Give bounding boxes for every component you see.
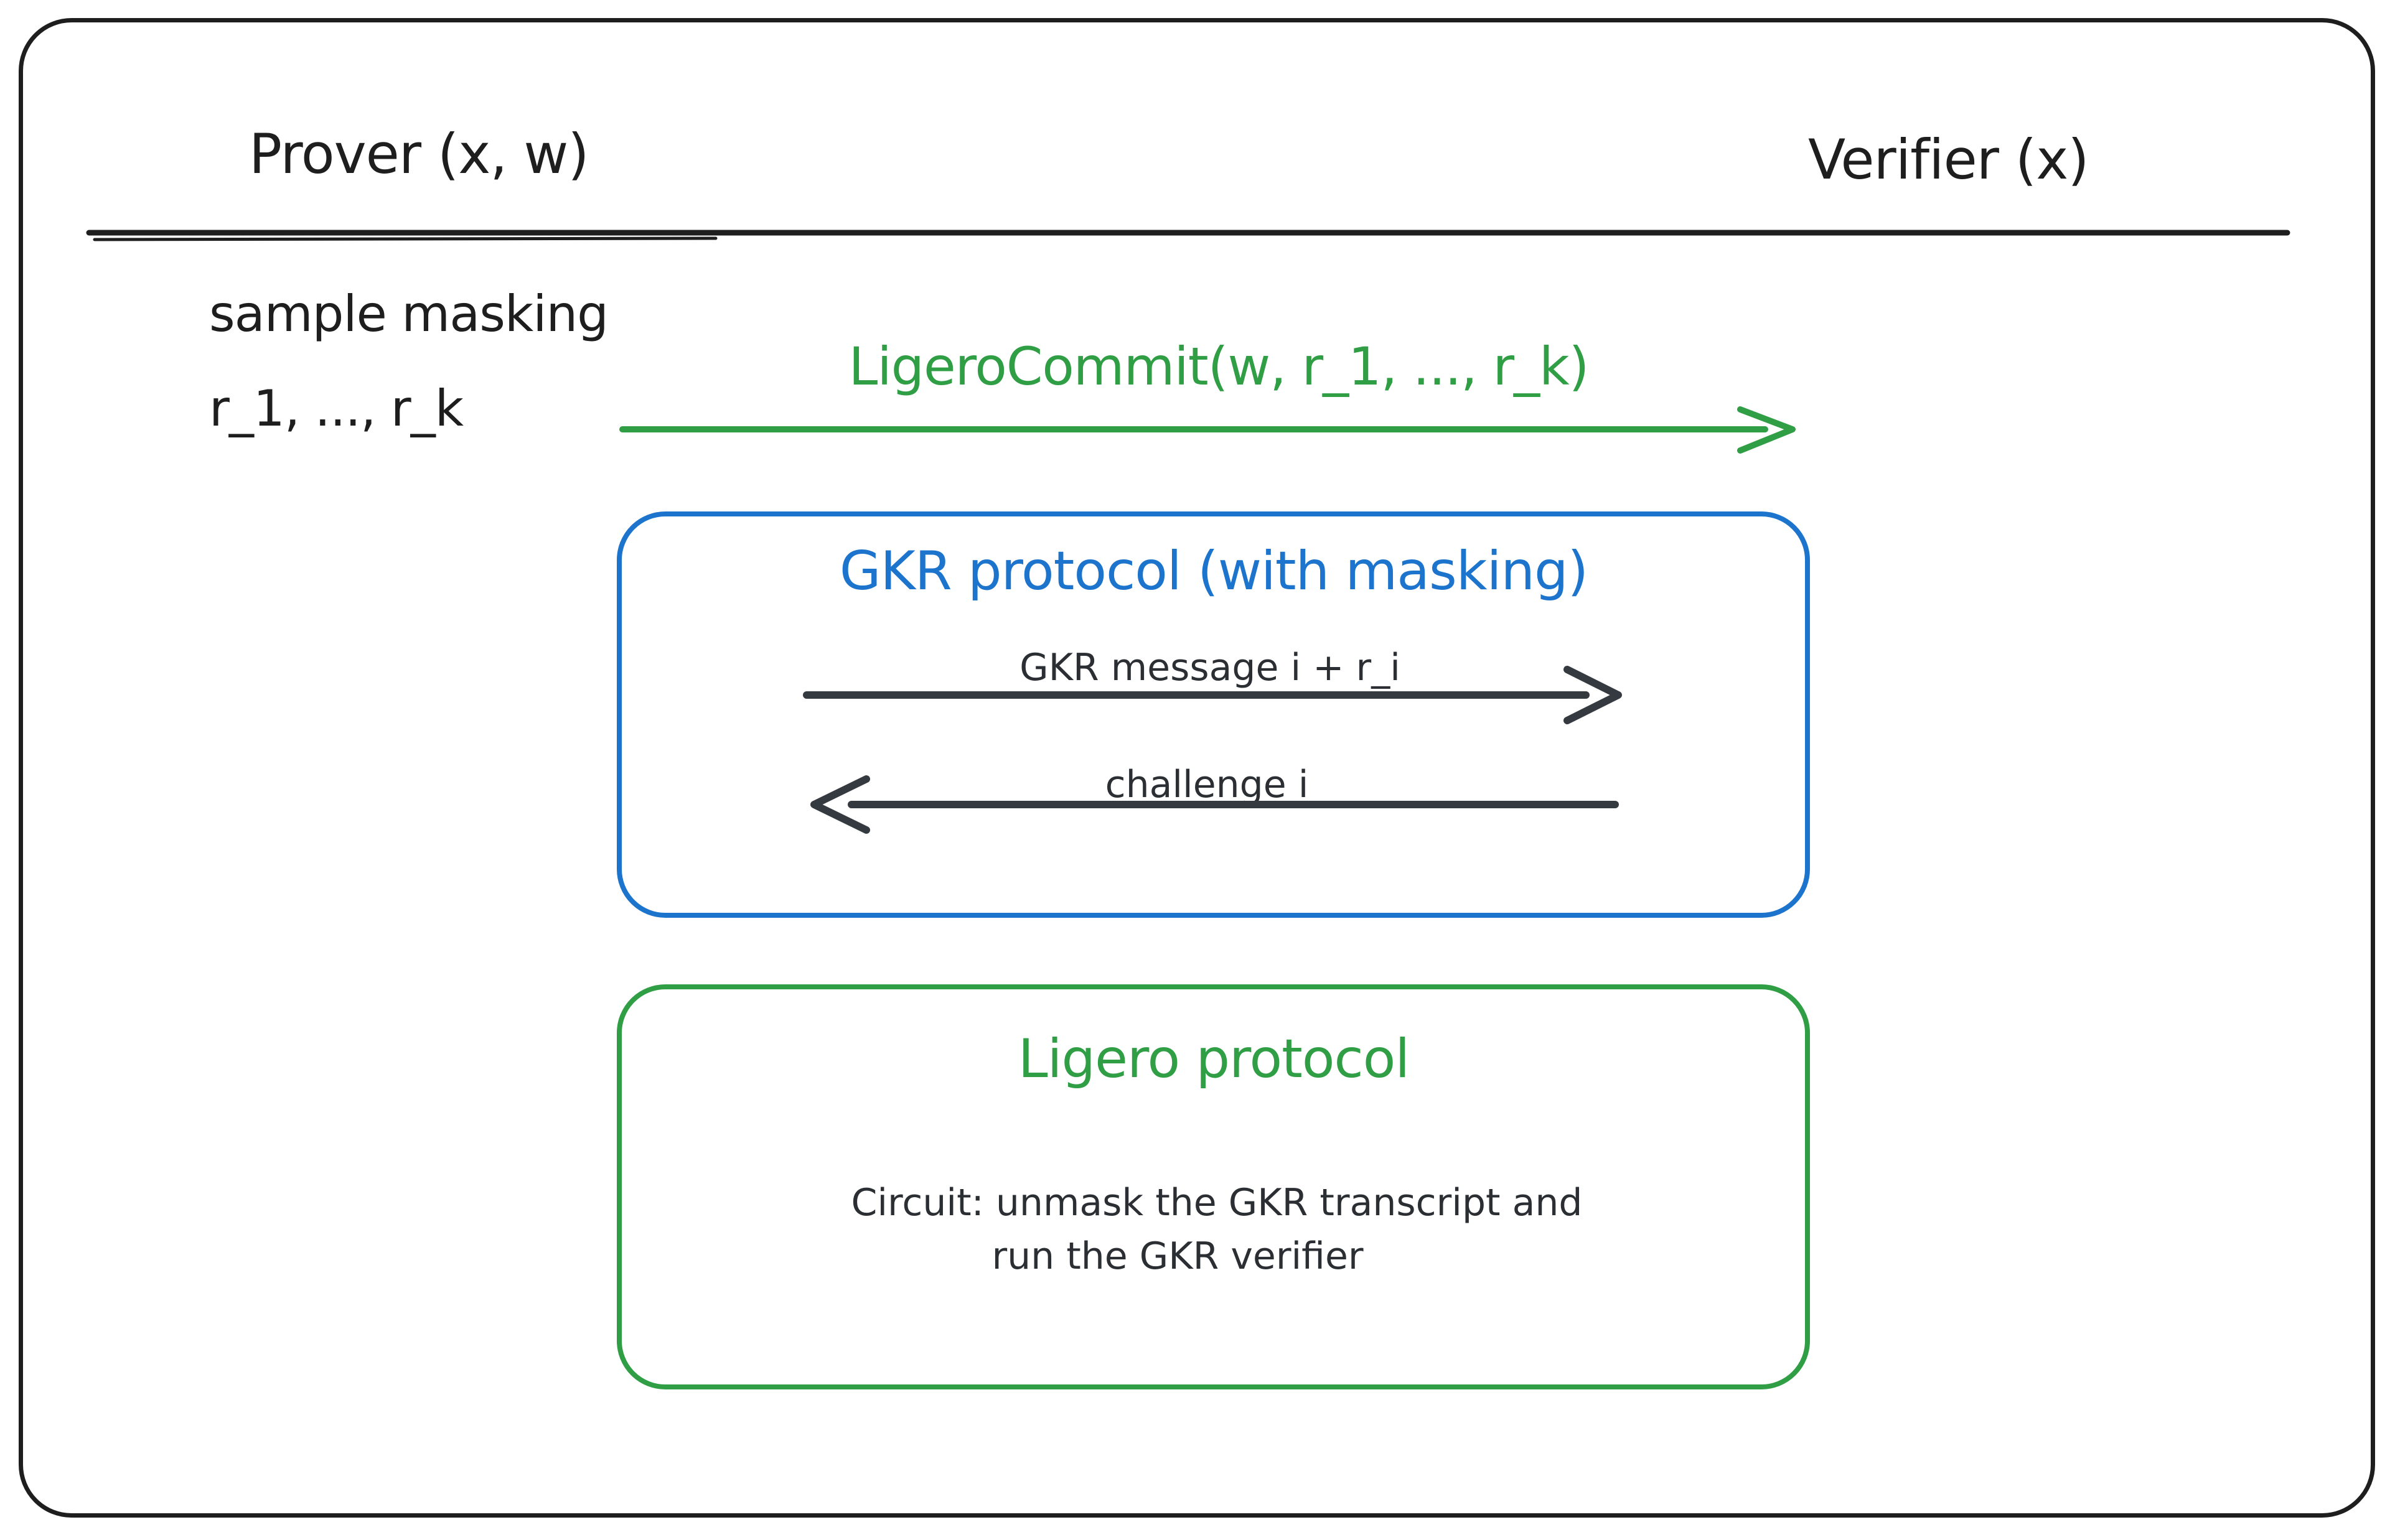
prover-header: Prover (x, w): [249, 122, 589, 186]
gkr-protocol-box: [617, 511, 1810, 918]
ligero-circuit-note-line1: Circuit: unmask the GKR transcript and: [851, 1181, 1583, 1225]
challenge-label: challenge i: [1105, 763, 1309, 806]
gkr-message-label: GKR message i + r_i: [1019, 646, 1400, 689]
ligero-box-title: Ligero protocol: [1018, 1028, 1410, 1090]
prover-note-line2: r_1, ..., r_k: [209, 380, 464, 437]
ligero-commit-label: LigeroCommit(w, r_1, ..., r_k): [848, 336, 1590, 397]
prover-note-line1: sample masking: [209, 285, 609, 343]
ligero-circuit-note-line2: run the GKR verifier: [991, 1234, 1364, 1278]
ligero-protocol-box: [617, 984, 1810, 1389]
gkr-box-title: GKR protocol (with masking): [839, 540, 1588, 602]
diagram-frame: [19, 18, 2375, 1518]
verifier-header: Verifier (x): [1808, 128, 2089, 192]
